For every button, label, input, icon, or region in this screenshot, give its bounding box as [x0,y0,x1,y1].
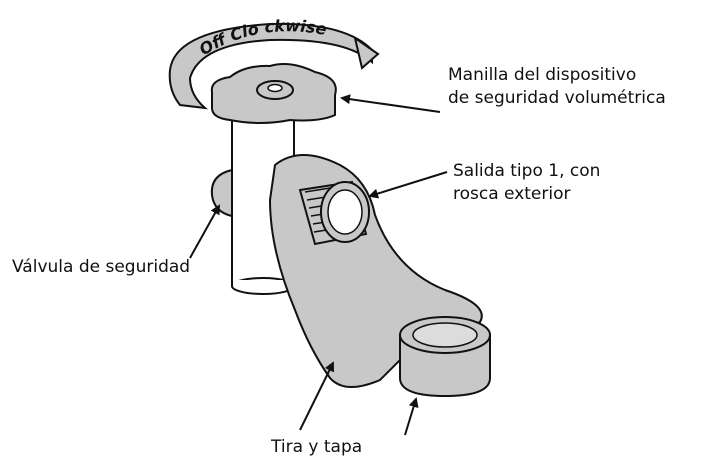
handle-pointer [340,94,441,113]
outlet-label: Salida tipo 1, con rosca exterior [453,160,600,206]
safety-valve-knob [210,168,233,218]
safety-valve-label: Válvula de seguridad [12,257,191,277]
outlet-pointer [368,171,448,199]
outlet-label-line2: rosca exterior [453,184,571,204]
threaded-outlet [298,180,370,246]
safety-valve-pointer [189,204,220,259]
outlet-label-line1: Salida tipo 1, con [453,161,601,181]
strap-pointer-right [404,397,419,436]
handle-label-line2: de seguridad volumétrica [448,88,666,108]
handle-label: Manilla del dispositivo de seguridad vol… [448,64,666,110]
strap-cap-label: Tira y tapa [271,437,363,457]
handle-label-line1: Manilla del dispositivo [448,65,637,85]
handle-knob [210,63,337,124]
strap-pointer-left [299,361,334,431]
